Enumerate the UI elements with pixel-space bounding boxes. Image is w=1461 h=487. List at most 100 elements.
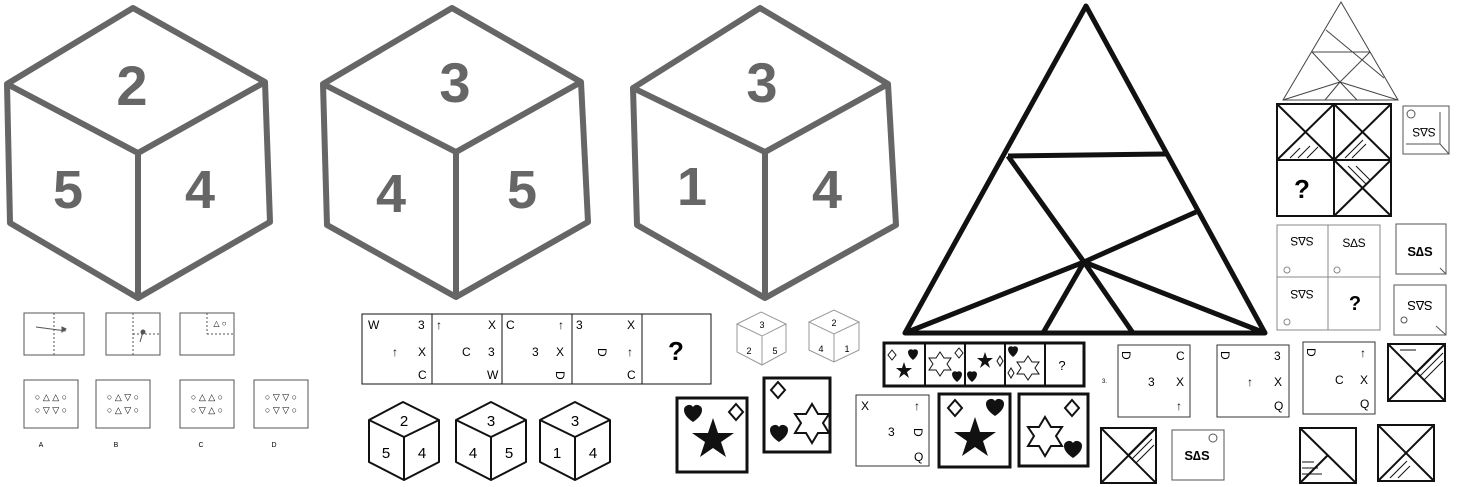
letter-card-1	[1117, 344, 1191, 418]
sas-box-3	[1393, 284, 1447, 336]
svg-text:C: C	[506, 318, 515, 332]
small-cube-2	[455, 401, 527, 481]
fold-option-b-row-2: ○ △ ▽ ○	[107, 405, 139, 415]
fold-option-a-row-2: ○ ▽ ▽ ○	[35, 405, 67, 415]
tiny-cube-2-left: 4	[818, 344, 823, 354]
sas-label-4: S∆S	[1184, 448, 1210, 463]
shape-card-2	[762, 376, 832, 454]
small-cube-3-top: 3	[571, 413, 579, 430]
big-cube-1	[4, 5, 273, 301]
big-cube-2-top: 3	[439, 51, 470, 114]
shape-strip-question: ?	[1058, 358, 1065, 373]
letter-card-3	[1302, 341, 1376, 415]
letter-card-1-tl: D	[1119, 351, 1133, 360]
letter-card-4-mr: D	[911, 428, 925, 437]
option-label-c: C	[198, 442, 203, 449]
x-square-2	[1387, 343, 1446, 402]
letter-strip	[361, 313, 712, 385]
svg-text:3: 3	[488, 345, 495, 359]
svg-text:3: 3	[532, 345, 539, 359]
letter-card-2-tr: 3	[1274, 349, 1281, 363]
sas-box-4	[1171, 429, 1225, 481]
letter-card-3-tr: ↑	[1360, 346, 1366, 360]
letter-strip-cell-3: C ↑ 3 X D	[506, 318, 567, 380]
fold-option-a-row-1: ○ △ △ ○	[35, 392, 67, 402]
x-grid-puzzle	[1276, 103, 1392, 217]
paper-fold-steps	[23, 312, 235, 356]
small-cube-3-right: 4	[589, 445, 597, 462]
letter-card-4-br: Q	[914, 450, 923, 464]
big-triangle	[902, 3, 1268, 336]
letter-card-4-tl: X	[861, 399, 869, 413]
letter-card-1-num: 3.	[1102, 379, 1107, 385]
letter-card-2-tl: D	[1218, 351, 1232, 360]
fold-step-3-shapes: △ ○	[213, 319, 226, 328]
fold-option-c-row-2: ○ ▽ △ ○	[191, 405, 223, 415]
svg-text:X: X	[418, 345, 426, 359]
svg-text:C: C	[627, 368, 636, 382]
tiny-cube-2-top: 2	[831, 318, 836, 328]
letter-card-4-tr: ↑	[914, 399, 920, 413]
small-cube-1-top: 2	[400, 413, 408, 430]
sas-grid-label-3: S∆S	[1290, 287, 1313, 301]
svg-text:↑: ↑	[558, 318, 564, 332]
sas-label-1: S∆S	[1412, 125, 1435, 139]
letter-strip-question: ?	[668, 336, 684, 366]
letter-strip-cell-2: ↑ X C 3 W	[436, 318, 499, 382]
letter-strip-cell-4: 3 X D ↑ C	[576, 318, 636, 382]
small-cube-3-left: 1	[553, 445, 561, 462]
svg-text:X: X	[556, 345, 564, 359]
shape-strip	[882, 341, 1086, 388]
letter-card-4	[855, 394, 930, 467]
tiny-cube-2-right: 1	[844, 344, 849, 354]
letter-card-2-br: Q	[1274, 399, 1283, 413]
big-cube-3	[630, 5, 899, 301]
letter-card-1-ml: 3	[1148, 375, 1155, 389]
small-cube-3	[539, 401, 611, 481]
svg-text:D: D	[595, 348, 609, 357]
svg-text:3: 3	[418, 318, 425, 332]
small-cube-1-right: 4	[418, 445, 426, 462]
big-cube-3-top: 3	[746, 51, 777, 114]
small-cube-2-right: 5	[505, 445, 513, 462]
x-grid-question: ?	[1294, 174, 1310, 204]
letter-card-4-ml: 3	[888, 425, 895, 439]
sas-grid-label-1: S∆S	[1290, 234, 1313, 248]
option-label-b: B	[114, 442, 119, 449]
big-cube-2-left: 4	[376, 164, 406, 224]
shape-strip-cell-2	[928, 347, 964, 382]
big-cube-3-left: 1	[677, 157, 707, 217]
small-triangle	[1282, 1, 1399, 101]
shape-strip-cell-4	[1007, 346, 1040, 381]
sas-label-3: S∆S	[1407, 298, 1433, 313]
paper-fold-options	[23, 379, 309, 429]
letter-card-2-ml: ↑	[1247, 375, 1253, 389]
svg-text:3: 3	[576, 318, 583, 332]
svg-text:X: X	[627, 318, 635, 332]
big-cube-1-right: 4	[185, 160, 215, 220]
small-cube-2-left: 4	[469, 445, 477, 462]
small-cube-2-top: 3	[487, 413, 495, 430]
letter-strip-cell-1: W 3 ↑ X C	[368, 318, 427, 382]
svg-text:D: D	[553, 371, 567, 380]
small-cube-1-left: 5	[382, 445, 390, 462]
sas-grid	[1276, 224, 1381, 331]
big-cube-2	[320, 5, 591, 300]
big-cube-2-right: 5	[507, 160, 537, 220]
svg-text:W: W	[487, 368, 499, 382]
fold-option-d-row-1: ○ ▽ ▽ ○	[265, 392, 297, 402]
shape-card-1	[675, 396, 749, 474]
sas-grid-question: ?	[1349, 293, 1361, 315]
tiny-cube-1	[735, 311, 788, 366]
shape-strip-cell-1	[887, 349, 918, 378]
tiny-cube-1-left: 2	[746, 346, 751, 356]
letter-card-3-tl: D	[1304, 348, 1318, 357]
letter-card-1-mr: X	[1176, 375, 1184, 389]
tiny-cube-1-top: 3	[759, 320, 764, 330]
x-square-1	[1100, 427, 1157, 484]
svg-text:C: C	[462, 345, 471, 359]
letter-card-3-mr: X	[1360, 373, 1368, 387]
shape-card-4	[1017, 392, 1090, 468]
x-square-3	[1299, 427, 1357, 484]
